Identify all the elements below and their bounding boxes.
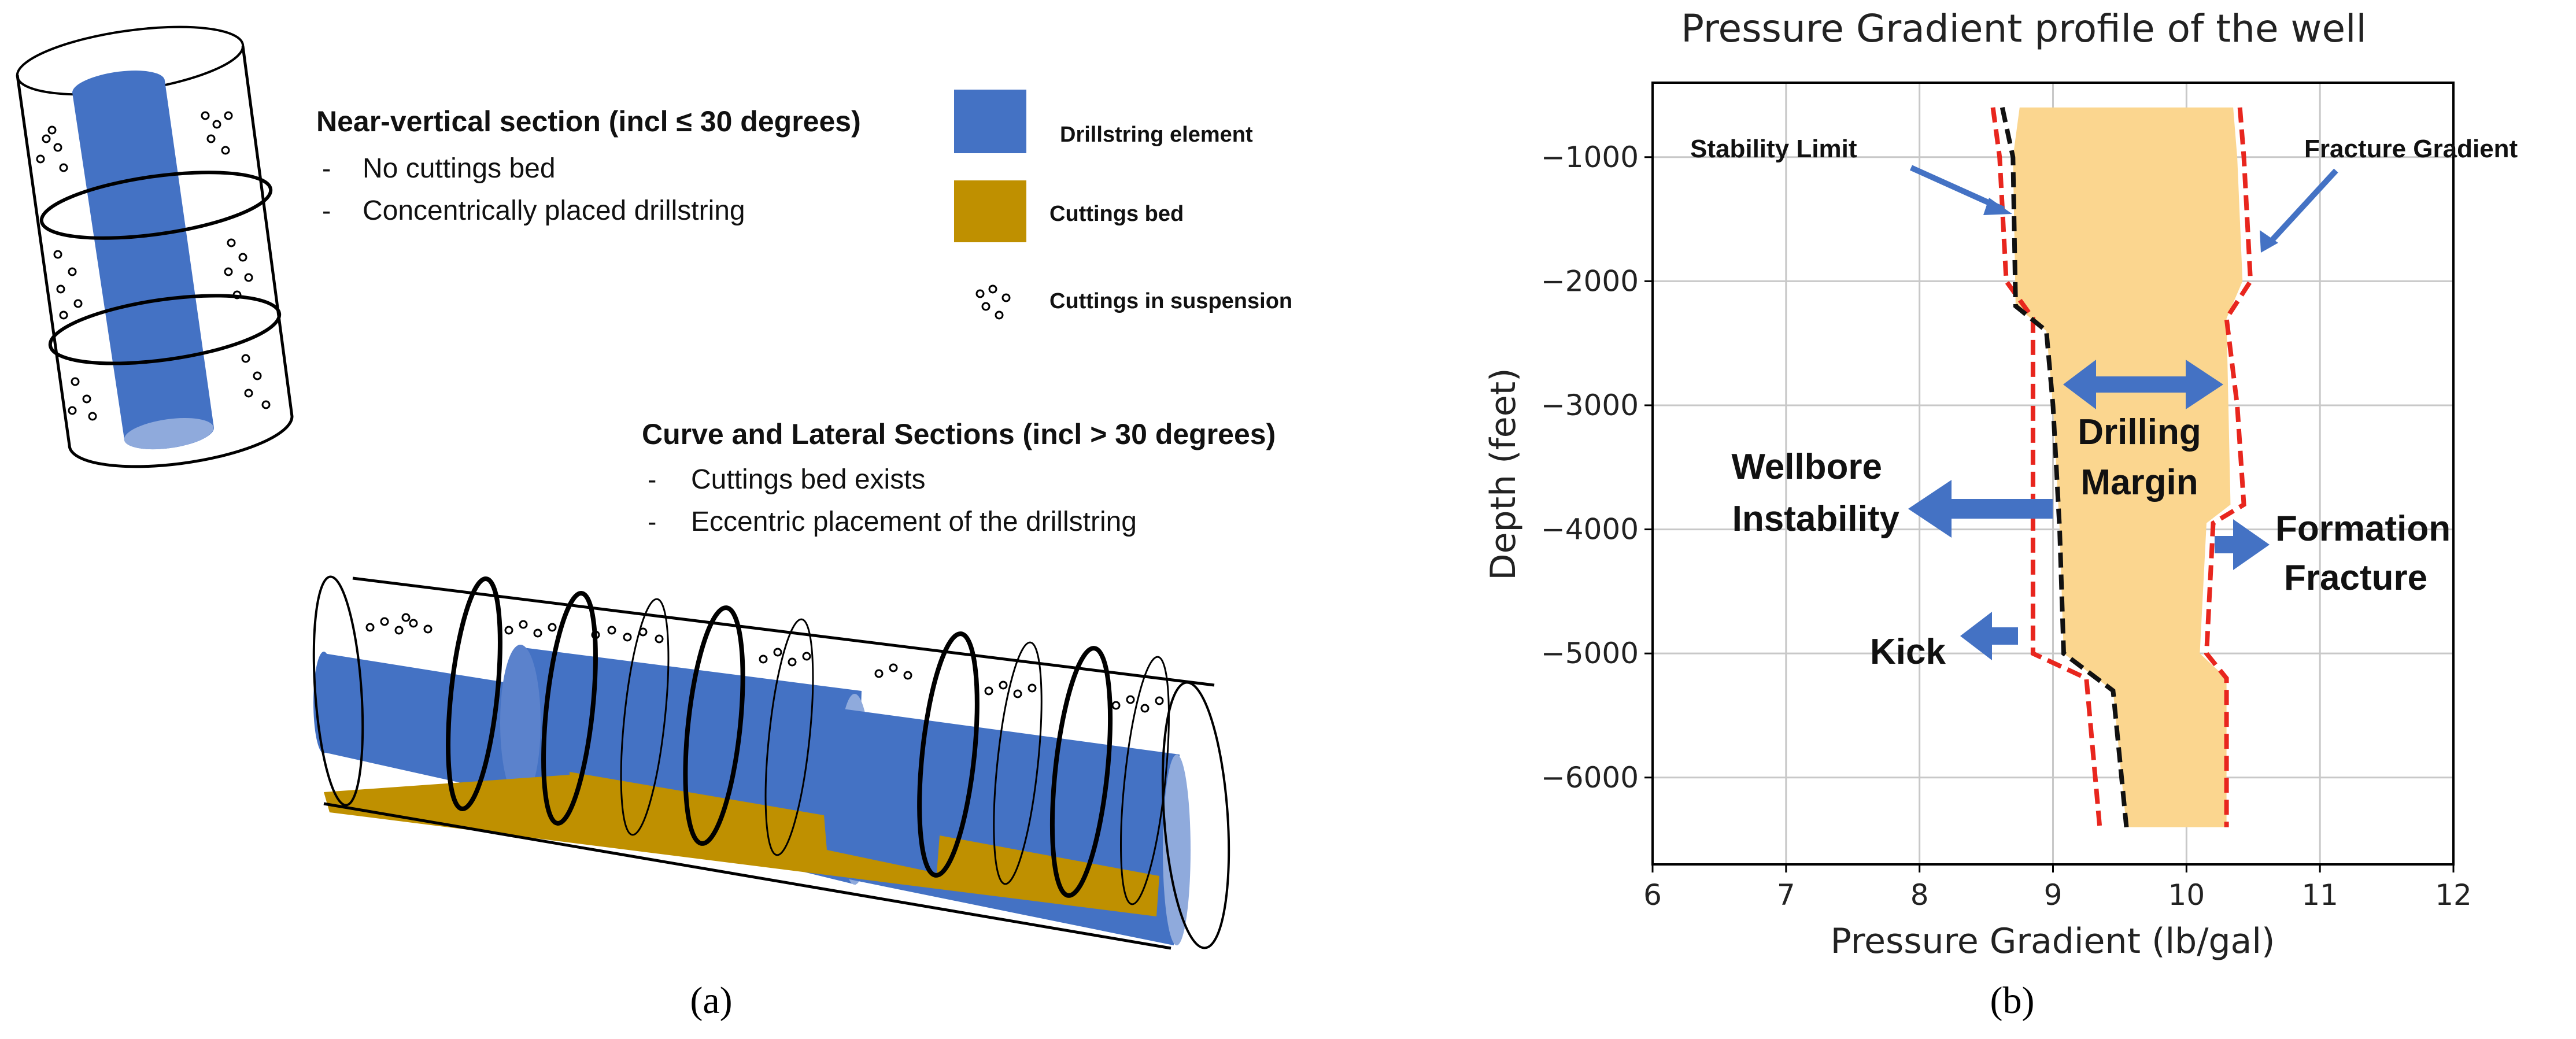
lateral-rings (446, 576, 1113, 898)
panel-a: Near-vertical section (incl ≤ 30 degrees… (16, 25, 1292, 1022)
x-axis-label: Pressure Gradient (lb/gal) (1831, 921, 2275, 962)
annotation-margin: Margin (2080, 463, 2198, 502)
near-vertical-bullet-2: Concentrically placed drillstring (363, 195, 745, 226)
annotation-kick: Kick (1870, 632, 1946, 672)
legend-swatch-cuttings-bed (954, 180, 1026, 242)
lateral-suspension-dots (365, 613, 1164, 713)
drilling-margin-fill (2013, 107, 2243, 827)
annotation-formation: Formation (2275, 509, 2451, 549)
arrow-fracture-gradient (2260, 168, 2338, 253)
caption-a: (a) (690, 979, 732, 1022)
y-tick-label: −6000 (1541, 761, 1639, 794)
legend-label-cuttings-bed: Cuttings bed (1049, 202, 1184, 226)
legend-label-suspension: Cuttings in suspension (1049, 289, 1292, 313)
series-line-1 (2000, 107, 2129, 827)
drillstring-segment-1 (321, 653, 523, 797)
arrow-wellbore-instability (1908, 480, 2053, 538)
lateral-tube-start (312, 575, 364, 807)
x-ticks: 6 7 8 9 10 11 12 (1643, 864, 2472, 912)
y-tick-label: −5000 (1541, 637, 1639, 670)
vertical-ring-1 (39, 171, 273, 240)
cuttings-bed (324, 772, 1159, 916)
panel-b: Pressure Gradient profile of the well 6 7… (1483, 6, 2518, 1022)
plot-area: 6 7 8 9 10 11 12 −1000 −2000 −3000 −4000 −5000 −600… (1541, 82, 2472, 912)
caption-b: (b) (1990, 979, 2035, 1022)
annotation-drilling: Drilling (2078, 412, 2201, 452)
lateral-tube-end (1161, 681, 1230, 949)
vertical-drillstring (72, 71, 215, 450)
x-tick-label: 11 (2301, 878, 2338, 912)
curve-lateral-bullet-1: Cuttings bed exists (691, 464, 926, 495)
legend: Drillstring element Cuttings bed Cutting… (954, 90, 1292, 320)
x-tick-label: 9 (2044, 878, 2063, 912)
y-axis-label: Depth (feet) (1483, 368, 1524, 580)
y-ticks: −1000 −2000 −3000 −4000 −5000 −6000 (1541, 140, 1653, 794)
near-vertical-bullet-1: No cuttings bed (363, 153, 556, 184)
x-tick-label: 8 (1910, 878, 1929, 912)
bullet-dash: - (322, 195, 331, 225)
y-tick-label: −3000 (1541, 389, 1639, 422)
bullet-dash: - (648, 464, 656, 494)
arrow-stability-limit (1909, 165, 2012, 215)
vertical-drillstring-end (124, 417, 214, 450)
vertical-wellbore-drawing (16, 25, 294, 468)
arrow-kick (1960, 612, 2018, 660)
annotation-wellbore: Wellbore (1731, 447, 1882, 487)
bullet-dash: - (648, 506, 656, 537)
vertical-suspension-dots (36, 111, 271, 421)
series-line-0 (1990, 107, 2102, 827)
drillstring-segment-3-end (1163, 755, 1191, 945)
y-tick-label: −2000 (1541, 264, 1639, 298)
x-tick-label: 7 (1777, 878, 1795, 912)
annotation-stability-limit: Stability Limit (1690, 135, 1857, 163)
x-tick-label: 12 (2435, 878, 2472, 912)
bullet-dash: - (322, 153, 331, 183)
annotation-instability: Instability (1732, 499, 1900, 539)
annotation-fracture-gradient: Fracture Gradient (2304, 135, 2518, 163)
drillstring-segment-2-start (500, 645, 541, 801)
lateral-wellbore-drawing (312, 575, 1230, 950)
legend-label-drillstring: Drillstring element (1060, 123, 1253, 147)
vertical-cylinder-outline (16, 46, 294, 468)
near-vertical-description: Near-vertical section (incl ≤ 30 degrees… (316, 105, 861, 226)
curve-lateral-bullet-2: Eccentric placement of the drillstring (691, 506, 1137, 537)
curve-lateral-title: Curve and Lateral Sections (incl > 30 de… (642, 418, 1276, 450)
x-tick-label: 10 (2168, 878, 2205, 912)
arrow-drilling-margin (2063, 360, 2223, 409)
legend-swatch-drillstring (954, 90, 1026, 153)
near-vertical-title: Near-vertical section (incl ≤ 30 degrees… (316, 105, 861, 138)
series (1990, 107, 2253, 827)
y-tick-label: −4000 (1541, 513, 1639, 546)
chart-title: Pressure Gradient profile of the well (1681, 6, 2367, 51)
curve-lateral-description: Curve and Lateral Sections (incl > 30 de… (642, 418, 1276, 537)
arrow-formation-fracture (2215, 519, 2270, 570)
lateral-thin-rings (620, 598, 1170, 905)
x-tick-label: 6 (1643, 878, 1662, 912)
y-tick-label: −1000 (1541, 140, 1639, 174)
series-line-2 (2204, 107, 2253, 827)
legend-suspension-icon (975, 284, 1011, 320)
annotation-fracture: Fracture (2284, 558, 2427, 598)
vertical-ring-2 (48, 294, 282, 365)
